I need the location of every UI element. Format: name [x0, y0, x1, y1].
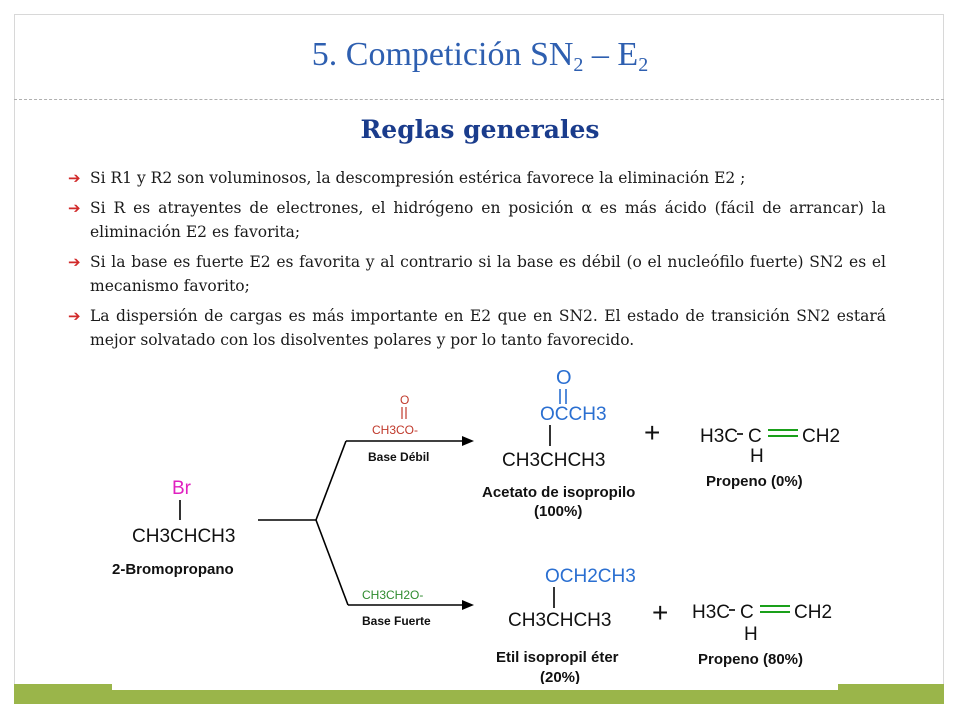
rule-item: ➔Si R1 y R2 son voluminosos, la descompr…	[68, 166, 886, 190]
arrow-bullet-icon: ➔	[68, 253, 81, 271]
ether-yield: (20%)	[540, 669, 580, 686]
arrow-bullet-icon: ➔	[68, 169, 81, 187]
rules-list: ➔Si R1 y R2 son voluminosos, la descompr…	[68, 166, 886, 358]
acetate-oxygen: O	[556, 367, 572, 389]
section-subtitle: Reglas generales	[360, 115, 600, 144]
acetate-chain: CH3CHCH3	[502, 450, 605, 471]
bottom-plus: +	[652, 597, 668, 628]
slide-title: 5. Competición SN2 – E2	[311, 36, 649, 76]
rule-item: ➔La dispersión de cargas es más importan…	[68, 304, 886, 352]
ether-name: Etil isopropil éter	[496, 649, 619, 666]
arrow-bullet-icon: ➔	[68, 199, 81, 217]
top-propene-name: Propeno (0%)	[706, 473, 803, 490]
top-propene-mid: C	[748, 426, 762, 447]
bottom-arrow-head	[462, 600, 474, 610]
bottom-propene-left: H3C	[692, 602, 730, 623]
branch-up	[315, 440, 347, 521]
title-divider	[14, 99, 944, 100]
bottom-condition: Base Fuerte	[362, 614, 431, 628]
bottom-propene-h: H	[744, 624, 758, 645]
rule-item: ➔Si R es atrayentes de electrones, el hi…	[68, 196, 886, 244]
top-arrow-head	[462, 436, 474, 446]
acetate-yield: (100%)	[534, 503, 582, 520]
top-propene-right: CH2	[802, 426, 840, 447]
top-reagent-oxygen: O	[400, 393, 409, 407]
top-plus: +	[644, 417, 660, 448]
top-reagent: CH3CO-	[372, 423, 418, 437]
footer-bar	[14, 684, 944, 704]
bromine-label: Br	[172, 478, 192, 499]
acetate-name: Acetato de isopropilo	[482, 484, 635, 501]
reactant-name: 2-Bromopropano	[112, 561, 234, 578]
top-condition: Base Débil	[368, 450, 429, 464]
bottom-propene-mid: C	[740, 602, 754, 623]
bottom-reagent: CH3CH2O-	[362, 588, 423, 602]
ether-group: OCH2CH3	[545, 566, 636, 587]
reactant-formula: CH3CHCH3	[132, 526, 235, 547]
branch-down	[315, 519, 349, 606]
arrow-bullet-icon: ➔	[68, 307, 81, 325]
ether-chain: CH3CHCH3	[508, 610, 611, 631]
top-propene-left: H3C	[700, 426, 738, 447]
acetate-group: OCCH3	[540, 404, 607, 425]
bottom-propene-name: Propeno (80%)	[698, 651, 803, 668]
bottom-propene-right: CH2	[794, 602, 832, 623]
top-propene-h: H	[750, 446, 764, 467]
rule-item: ➔Si la base es fuerte E2 es favorita y a…	[68, 250, 886, 298]
